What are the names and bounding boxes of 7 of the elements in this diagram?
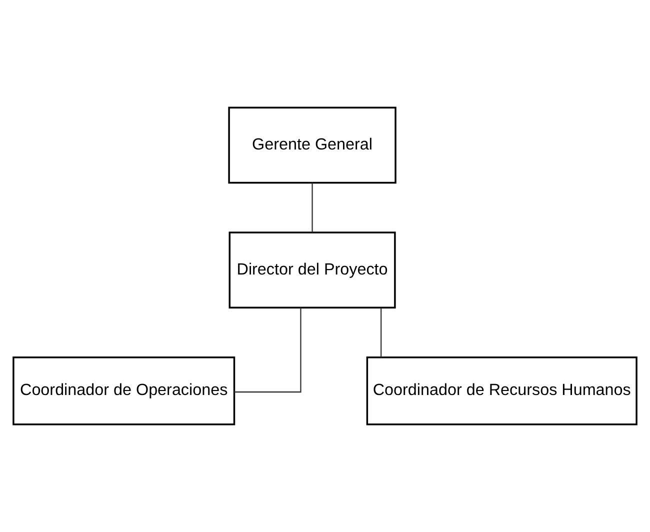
node-box: Coordinador de Recursos Humanos [366,356,638,426]
connector [380,308,382,358]
node-box: Coordinador de Operaciones [12,356,236,426]
connector [312,183,313,232]
node-box: Gerente General [228,106,396,184]
connector [234,308,302,393]
node-box: Director del Proyecto [228,232,396,308]
